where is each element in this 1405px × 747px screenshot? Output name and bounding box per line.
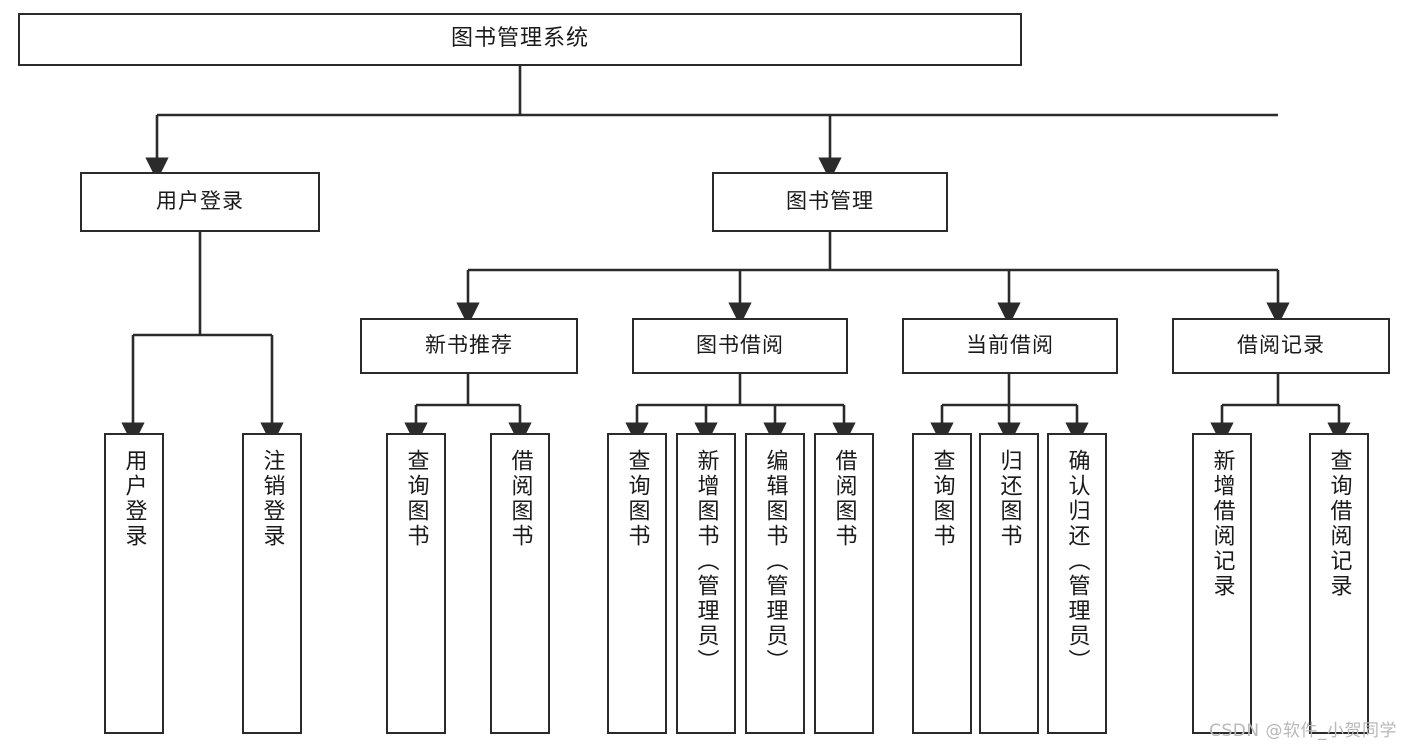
leaf-current-confirm-return-admin[interactable]: 确认归还（管理员） <box>1047 433 1107 734</box>
node-new-book-recommend[interactable]: 新书推荐 <box>360 318 578 374</box>
node-label: 查询图书 <box>624 449 650 549</box>
leaf-current-return-book[interactable]: 归还图书 <box>979 433 1039 734</box>
node-label: 图书借阅 <box>696 333 784 358</box>
node-label: 新增图书（管理员） <box>693 449 719 674</box>
leaf-borrow-borrow-book[interactable]: 借阅图书 <box>814 433 874 734</box>
node-label: 查询图书 <box>929 449 955 549</box>
leaf-record-add-record[interactable]: 新增借阅记录 <box>1192 433 1252 734</box>
node-label: 借阅图书 <box>507 449 533 549</box>
node-label: 查询借阅记录 <box>1326 449 1352 599</box>
leaf-recommend-borrow-book[interactable]: 借阅图书 <box>490 433 550 734</box>
leaf-recommend-query-book[interactable]: 查询图书 <box>386 433 446 734</box>
leaf-user-login-signout[interactable]: 注销登录 <box>242 433 302 734</box>
watermark-label: CSDN @软件_小贺同学 <box>1209 721 1397 741</box>
leaf-borrow-add-book-admin[interactable]: 新增图书（管理员） <box>676 433 736 734</box>
node-label: 用户登录 <box>121 449 147 549</box>
node-label: 借阅记录 <box>1237 333 1325 358</box>
node-user-login[interactable]: 用户登录 <box>80 172 320 232</box>
node-label: 注销登录 <box>259 449 285 549</box>
leaf-record-query-record[interactable]: 查询借阅记录 <box>1309 433 1369 734</box>
node-label: 用户登录 <box>156 189 244 214</box>
leaf-borrow-query-book[interactable]: 查询图书 <box>607 433 667 734</box>
node-borrow-record[interactable]: 借阅记录 <box>1172 318 1390 374</box>
node-label: 新书推荐 <box>425 333 513 358</box>
leaf-user-login-signin[interactable]: 用户登录 <box>104 433 164 734</box>
node-label: 归还图书 <box>996 449 1022 549</box>
node-label: 编辑图书（管理员） <box>762 449 788 674</box>
leaf-borrow-edit-book-admin[interactable]: 编辑图书（管理员） <box>745 433 805 734</box>
node-label: 图书管理系统 <box>450 26 589 52</box>
node-book-borrow[interactable]: 图书借阅 <box>632 318 848 374</box>
node-label: 新增借阅记录 <box>1209 449 1235 599</box>
node-label: 借阅图书 <box>831 449 857 549</box>
node-label: 当前借阅 <box>966 333 1054 358</box>
node-label: 确认归还（管理员） <box>1064 449 1090 674</box>
leaf-current-query-book[interactable]: 查询图书 <box>912 433 972 734</box>
node-book-management[interactable]: 图书管理 <box>712 172 948 232</box>
node-label: 图书管理 <box>786 189 874 214</box>
node-label: 查询图书 <box>403 449 429 549</box>
node-current-borrow[interactable]: 当前借阅 <box>902 318 1118 374</box>
node-root-system[interactable]: 图书管理系统 <box>18 13 1022 66</box>
